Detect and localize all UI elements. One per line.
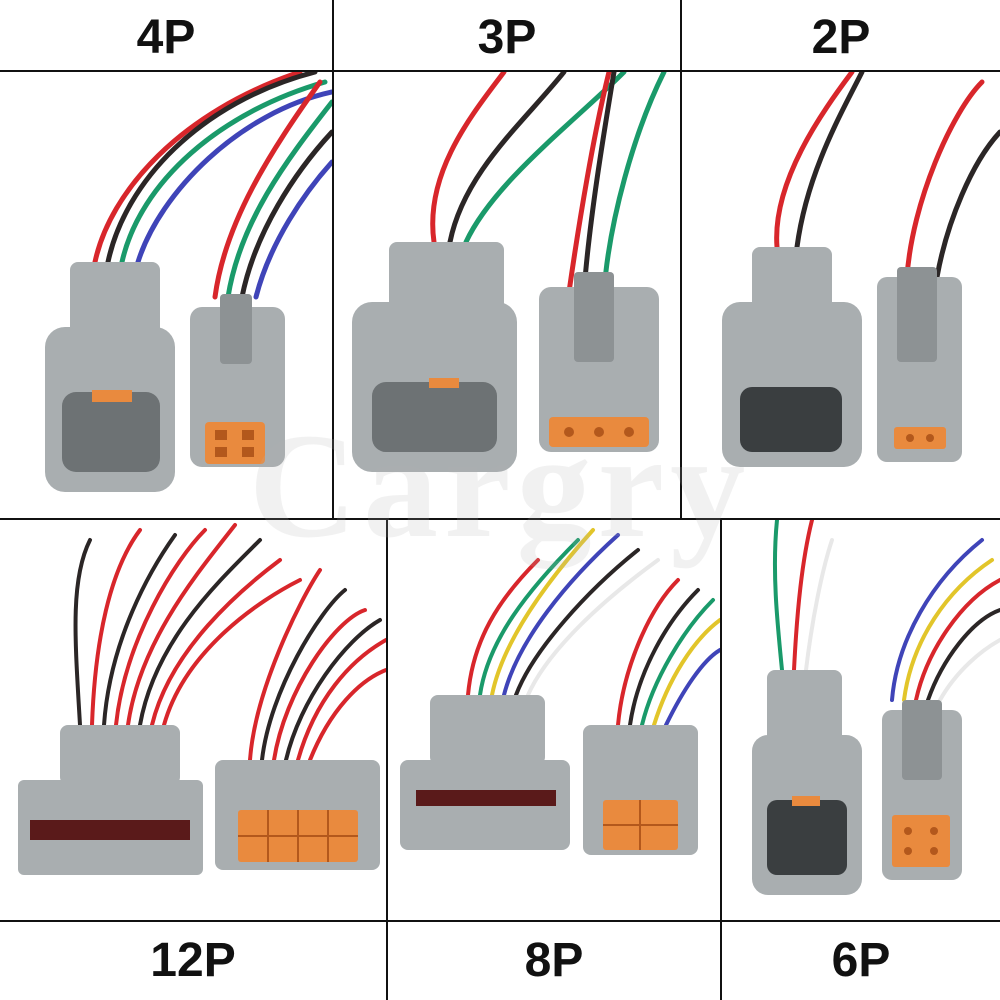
divider-top-2	[680, 0, 682, 518]
panel-label-2p: 2P	[811, 11, 871, 64]
connector-photo-3p	[334, 72, 680, 518]
panel-label-6p: 6P	[831, 934, 891, 987]
connector-photo-8p	[388, 520, 720, 920]
divider-top-1	[332, 0, 334, 518]
connector-photo-2p	[682, 72, 1000, 518]
connector-photo-6p	[722, 520, 1000, 920]
connector-photo-12p	[0, 520, 386, 920]
divider-top	[0, 70, 1000, 72]
divider-middle	[0, 518, 1000, 520]
panel-label-3p: 3P	[477, 11, 537, 64]
divider-bottom-1	[386, 518, 388, 1000]
panel-label-4p: 4P	[136, 11, 196, 64]
connector-photo-4p	[0, 72, 332, 518]
divider-bottom-2	[720, 518, 722, 1000]
panel-label-12p: 12P	[150, 934, 236, 987]
divider-bottom	[0, 920, 1000, 922]
panel-label-8p: 8P	[524, 934, 584, 987]
